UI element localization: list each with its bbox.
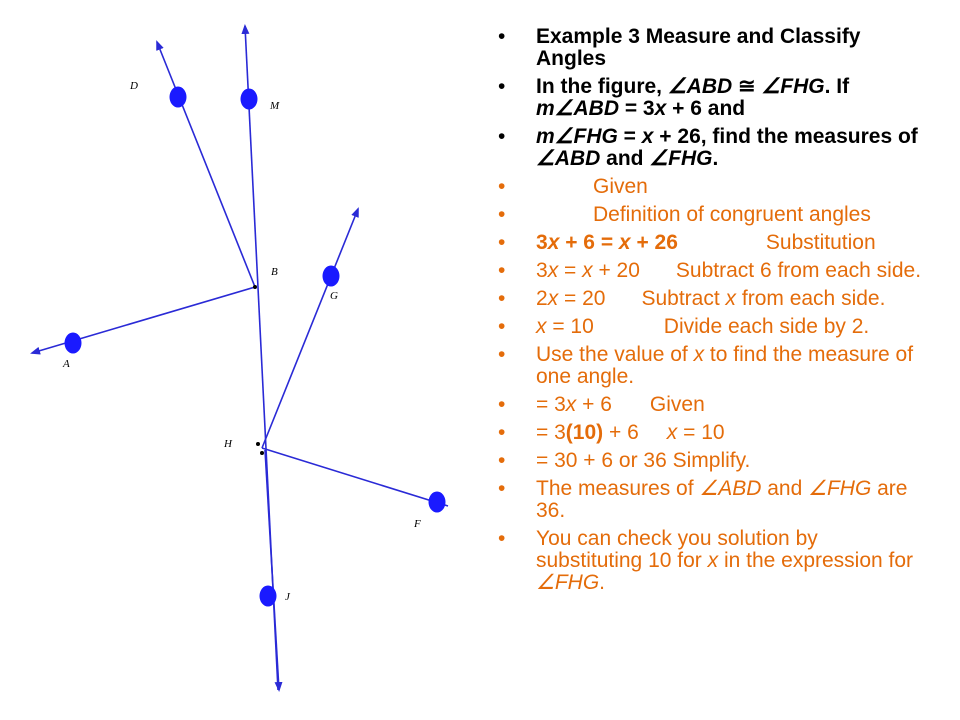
- geometry-figure: D M B G A H F J: [30, 24, 449, 692]
- point-d: [169, 86, 187, 108]
- label-h: H: [223, 438, 233, 450]
- bullet-check: You can check you solution by substituti…: [497, 528, 927, 594]
- ray-hf: [261, 447, 449, 507]
- bullet-step-simplify: = 30 + 6 or 36 Simplify.: [497, 450, 927, 473]
- ray-hg: [261, 207, 359, 449]
- bullet-problem-1: In the figure, ∠ABD ≅ ∠FHG. If m∠ABD = 3…: [497, 76, 927, 120]
- bullet-problem-2: m∠FHG = x + 26, find the measures of ∠AB…: [497, 126, 927, 170]
- ray-bd: [156, 40, 256, 288]
- bullet-conclusion: The measures of ∠ABD and ∠FHG are 36.: [497, 478, 927, 522]
- point-g: [322, 265, 340, 287]
- bullet-use-value: Use the value of x to find the measure o…: [497, 344, 927, 388]
- vertex-h-dot-2: [260, 451, 264, 455]
- point-j: [259, 585, 277, 607]
- solution-bullets: Example 3 Measure and Classify Angles In…: [497, 26, 927, 600]
- vertex-b-dot: [253, 285, 257, 289]
- bullet-heading: Example 3 Measure and Classify Angles: [497, 26, 927, 70]
- label-a: A: [62, 358, 70, 370]
- label-j: J: [285, 591, 291, 603]
- point-f: [428, 491, 446, 513]
- label-f: F: [413, 518, 421, 530]
- label-g: G: [330, 290, 338, 302]
- point-a: [64, 332, 82, 354]
- bullet-step-definition: Definition of congruent angles: [497, 204, 927, 227]
- line-mj-lower-arrow: [264, 449, 283, 692]
- bullet-step-given: Given: [497, 176, 927, 199]
- label-m: M: [269, 100, 280, 112]
- label-d: D: [129, 80, 138, 92]
- bullet-step-substitute-10: = 3(10) + 6x = 10: [497, 422, 927, 445]
- vertex-h-dot-1: [256, 442, 260, 446]
- point-m: [240, 88, 258, 110]
- label-b: B: [271, 266, 278, 278]
